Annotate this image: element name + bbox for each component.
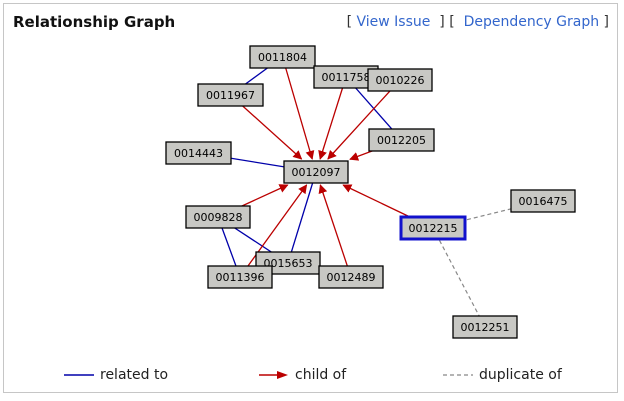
issue-node-0011804[interactable]: 0011804: [249, 45, 316, 69]
issue-node-label[interactable]: 0012489: [327, 271, 376, 284]
issue-node-box[interactable]: [283, 160, 349, 184]
bracket-close: ]: [603, 14, 609, 30]
issue-node-0016475[interactable]: 0016475: [510, 189, 576, 213]
legend-related-label: related to: [100, 367, 169, 383]
issue-node-box[interactable]: [249, 45, 316, 69]
issue-node-box[interactable]: [165, 141, 232, 165]
issue-node-0010226[interactable]: 0010226: [367, 68, 433, 92]
issue-node-box[interactable]: [185, 205, 251, 229]
bracket-separator: ] [: [434, 14, 460, 30]
legend-child: child of: [259, 367, 346, 383]
issue-node-box[interactable]: [452, 315, 518, 339]
legend-child-label: child of: [295, 367, 347, 383]
issue-node-label[interactable]: 0011804: [258, 51, 307, 64]
issue-node-label[interactable]: 0015653: [264, 257, 313, 270]
child-edge: [327, 79, 401, 160]
child-edge: [318, 184, 352, 278]
legend-related: related to: [64, 367, 168, 383]
child-arrow-icon: [259, 371, 288, 379]
issue-node-label[interactable]: 0012097: [292, 166, 341, 179]
dependency-graph-link[interactable]: Dependency Graph: [463, 14, 600, 30]
issue-node-0014443[interactable]: 0014443: [165, 141, 232, 165]
bracket-open: [: [346, 14, 353, 30]
legend-duplicate-label: duplicate of: [479, 367, 562, 383]
issue-node-box[interactable]: [318, 265, 384, 289]
issue-node-label[interactable]: 0010226: [376, 74, 425, 87]
issue-node-label[interactable]: 0012251: [461, 321, 510, 334]
page-title: Relationship Graph: [13, 13, 176, 31]
issue-node-0012251[interactable]: 0012251: [452, 315, 518, 339]
issue-node-0015653[interactable]: 0015653: [255, 251, 321, 275]
issue-node-label[interactable]: 0014443: [174, 147, 223, 160]
issue-node-label[interactable]: 0009828: [194, 211, 243, 224]
issue-node-0011967[interactable]: 0011967: [197, 83, 264, 107]
issue-node-0012489[interactable]: 0012489: [318, 265, 384, 289]
issue-node-box[interactable]: [197, 83, 264, 107]
issue-node-label[interactable]: 0012215: [409, 222, 458, 235]
issue-node-label[interactable]: 0016475: [519, 195, 568, 208]
duplicate-line-icon: [443, 374, 473, 376]
issue-node-box[interactable]: [368, 128, 435, 152]
related-edge: [287, 171, 317, 264]
legend-duplicate: duplicate of: [443, 367, 562, 383]
issue-node-box[interactable]: [207, 265, 273, 289]
issue-node-box[interactable]: [367, 68, 433, 92]
issue-node-box[interactable]: [399, 215, 467, 241]
issue-node-0011396[interactable]: 0011396: [207, 265, 273, 289]
issue-node-label[interactable]: 0012205: [377, 134, 426, 147]
issue-node-label[interactable]: 0011967: [206, 89, 255, 102]
related-line-icon: [64, 374, 94, 376]
issue-node-box[interactable]: [510, 189, 576, 213]
issue-node-0012205[interactable]: 0012205: [368, 128, 435, 152]
duplicate-edge: [432, 227, 486, 328]
view-issue-link[interactable]: View Issue: [356, 14, 431, 30]
child-edge: [239, 184, 308, 278]
child-edge: [281, 56, 315, 160]
issue-node-label[interactable]: 0011758: [322, 71, 371, 84]
child-edge: [318, 76, 347, 160]
issue-node-label[interactable]: 0011396: [216, 271, 265, 284]
issue-node-0009828[interactable]: 0009828: [185, 205, 251, 229]
issue-node-0012097[interactable]: 0012097: [283, 160, 349, 184]
issue-node-0011758[interactable]: 0011758: [313, 65, 379, 89]
header-links: [ View Issue ] [ Dependency Graph ]: [347, 14, 609, 30]
issue-node-0012215[interactable]: 0012215: [399, 215, 467, 241]
